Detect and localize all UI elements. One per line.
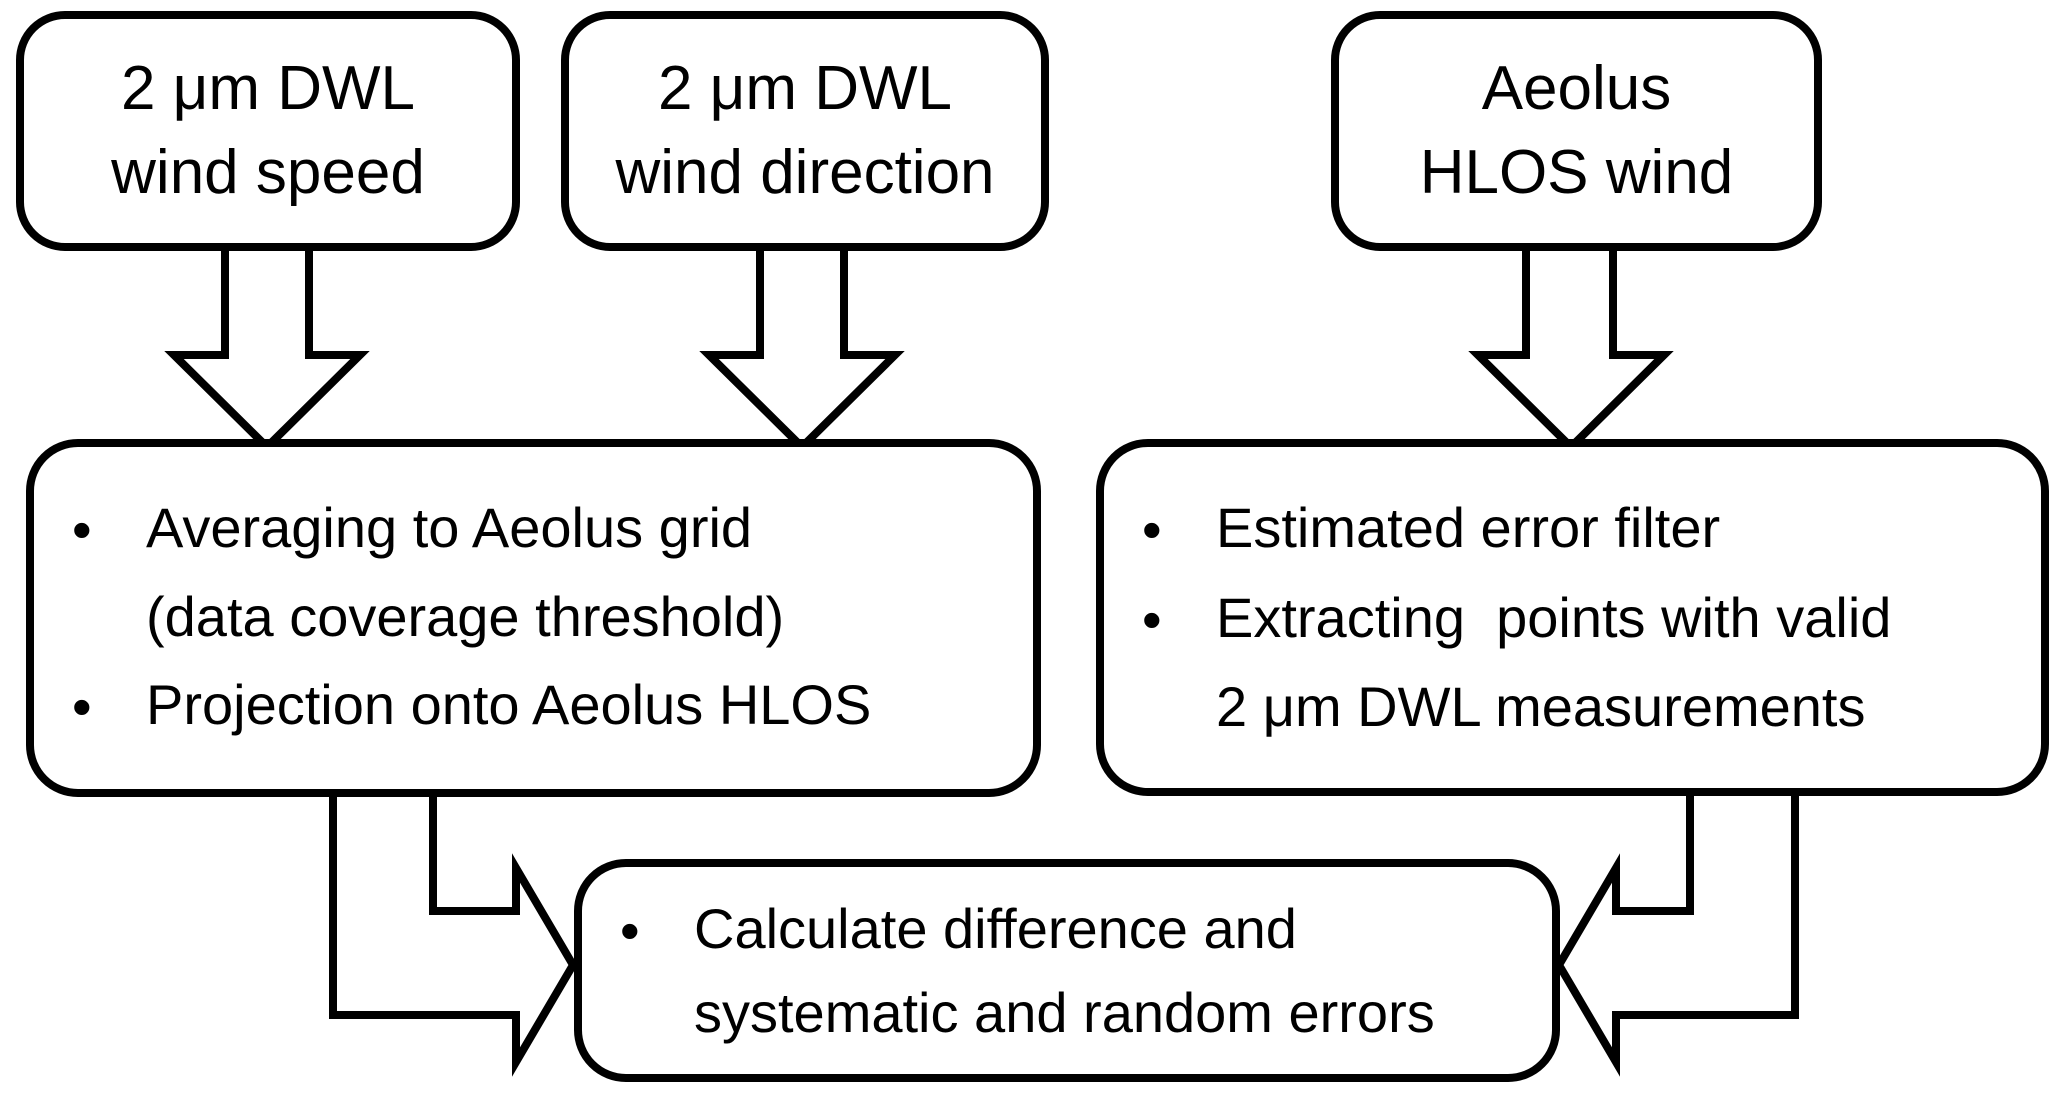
list-item: • Averaging to Aeolus grid (data coverag…	[72, 484, 1007, 661]
aeolus-processing-item-2: Extracting points with valid 2 μm DWL me…	[1216, 586, 1892, 738]
list-item: • Estimated error filter	[1142, 484, 2035, 574]
down-arrow-aeolus	[1468, 243, 1674, 453]
right-merge-arrow	[1554, 789, 1799, 1077]
comparison-list: • Calculate difference and systematic an…	[620, 863, 1516, 1078]
bullet-icon: •	[1142, 497, 1162, 561]
wind-direction-box	[561, 11, 1049, 251]
aeolus-processing-item-1: Estimated error filter	[1216, 495, 1721, 559]
dwl-processing-box	[26, 439, 1041, 797]
dwl-processing-item-2: Projection onto Aeolus HLOS	[146, 673, 872, 737]
bullet-icon: •	[72, 675, 92, 739]
wind-speed-label: 2 μm DWL wind speed	[111, 54, 425, 207]
bullet-icon: •	[1142, 588, 1162, 652]
down-arrow-wind-direction	[699, 243, 905, 453]
aeolus-processing-box	[1096, 439, 2049, 796]
aeolus-processing-list: • Estimated error filter • Extracting po…	[1142, 443, 2035, 792]
left-merge-arrow	[329, 789, 578, 1077]
comparison-box	[574, 859, 1560, 1082]
list-item: • Calculate difference and systematic an…	[620, 887, 1516, 1055]
comparison-item-1: Calculate difference and systematic and …	[694, 896, 1435, 1044]
wind-direction-label: 2 μm DWL wind direction	[615, 54, 995, 207]
wind-speed-box	[16, 11, 520, 251]
dwl-processing-list: • Averaging to Aeolus grid (data coverag…	[72, 443, 1007, 793]
bullet-icon: •	[620, 898, 640, 962]
dwl-processing-item-1: Averaging to Aeolus grid (data coverage …	[146, 496, 785, 648]
bullet-icon: •	[72, 498, 92, 562]
list-item: • Projection onto Aeolus HLOS	[72, 661, 1007, 751]
down-arrow-wind-speed	[164, 243, 370, 453]
aeolus-hlos-label: Aeolus HLOS wind	[1419, 54, 1734, 207]
list-item: • Extracting points with valid 2 μm DWL …	[1142, 574, 2035, 751]
aeolus-hlos-box	[1331, 11, 1822, 251]
